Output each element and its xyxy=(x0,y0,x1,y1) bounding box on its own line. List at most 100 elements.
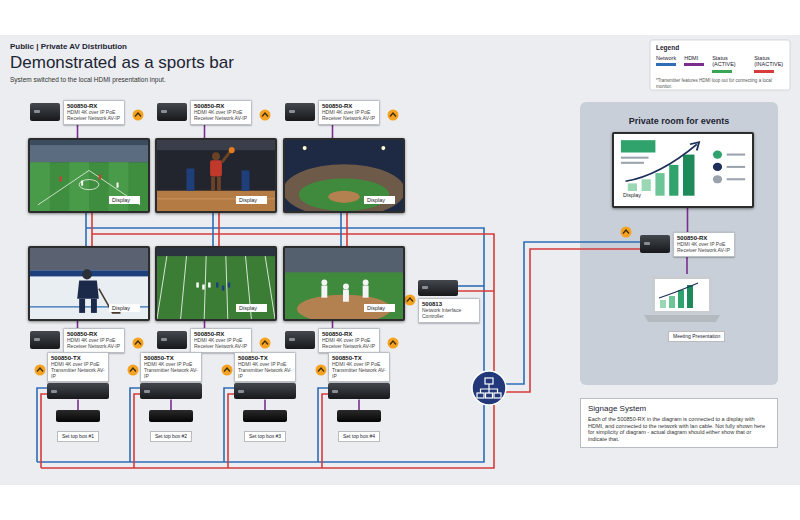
hdmi-connector xyxy=(687,208,689,232)
brand-logo xyxy=(260,110,271,121)
network-wire xyxy=(37,388,328,462)
device-body xyxy=(157,103,187,121)
decor-circle xyxy=(260,110,271,121)
decor-ellipse xyxy=(79,180,99,190)
decor-circle xyxy=(621,227,632,238)
decor-rect xyxy=(99,174,101,179)
receiver-device: 500850-RXHDMI 4K over IP PoE Receiver Ne… xyxy=(30,328,125,353)
legend-entry: Status (ACTIVE) xyxy=(712,55,746,73)
decor-circle xyxy=(133,338,144,349)
decor-rect xyxy=(485,378,493,384)
network-wire xyxy=(37,405,484,462)
note-body: Each of the 500850-RX in the diagram is … xyxy=(588,416,770,442)
decor-circle xyxy=(388,338,399,349)
device-body xyxy=(285,103,315,121)
receiver-device: 500850-RXHDMI 4K over IP PoE Receiver Ne… xyxy=(157,328,252,353)
decor-rect xyxy=(343,290,349,302)
brand-logo xyxy=(316,365,327,376)
decor-rect xyxy=(652,276,712,314)
legend-entry: Network xyxy=(656,55,676,66)
display-label: Display xyxy=(109,304,140,313)
receiver-device: 500850-RXHDMI 4K over IP PoE Receiver Ne… xyxy=(157,100,252,125)
decor-g xyxy=(321,279,368,301)
decor-ellipse xyxy=(328,191,359,203)
display-label: Display xyxy=(620,191,651,200)
decor-rect xyxy=(660,300,666,308)
decor-circle xyxy=(713,150,722,158)
model-number: 500850-TX xyxy=(144,355,198,362)
brand-logo xyxy=(133,338,144,349)
decor-path xyxy=(407,298,413,302)
hdmi-connector xyxy=(686,257,688,274)
decor-rect xyxy=(69,162,89,211)
decor-rect xyxy=(727,178,745,180)
network-wire xyxy=(92,213,347,246)
brand-logo xyxy=(405,295,416,306)
device-label: Set top box #1 xyxy=(57,431,99,442)
network-switch-icon xyxy=(472,371,506,405)
label-card: 500850-TXHDMI 4K over IP PoE Transmitter… xyxy=(47,352,109,382)
decor-circle xyxy=(363,279,369,285)
display-label: Display xyxy=(364,196,395,205)
decor-circle xyxy=(222,365,233,376)
decor-rect xyxy=(91,299,97,313)
decor-path xyxy=(77,280,99,298)
decor-path xyxy=(623,230,629,234)
network-wire xyxy=(41,394,328,468)
device-body xyxy=(640,235,670,253)
decor-rect xyxy=(30,145,148,162)
set-top-box-body xyxy=(243,410,287,422)
hdmi-connector xyxy=(264,399,266,410)
diagram-title: Demonstrated as a sports bar xyxy=(10,53,234,73)
set-top-box: Set top box #4 xyxy=(328,410,390,442)
receiver-device: 500850-RXHDMI 4K over IP PoE Receiver Ne… xyxy=(285,100,380,125)
decor-rect xyxy=(669,165,678,196)
device-label: Set top box #2 xyxy=(150,431,192,442)
label-card: 500850-RXHDMI 4K over IP PoE Receiver Ne… xyxy=(318,100,380,125)
decor-circle xyxy=(229,147,235,153)
brand-logo xyxy=(260,338,271,349)
decor-rect xyxy=(727,166,745,168)
device-body xyxy=(30,103,60,121)
decor-rect xyxy=(157,140,275,150)
model-number: 500850-RX xyxy=(194,331,248,338)
device-description: HDMI 4K over IP PoE Receiver Network AV-… xyxy=(67,110,121,122)
room-panel: Private room for eventsDisplay500850-RXH… xyxy=(580,102,778,385)
hdmi-connector xyxy=(204,321,206,328)
decor-rect xyxy=(196,282,198,287)
private-room-panel xyxy=(580,102,778,385)
set-top-box-body xyxy=(337,410,381,422)
brand-logo xyxy=(621,227,632,238)
decor-g xyxy=(196,282,210,289)
receiver-device: 500850-RXHDMI 4K over IP PoE Receiver Ne… xyxy=(640,232,735,257)
decor-rect xyxy=(621,140,656,152)
device-body xyxy=(234,383,296,399)
decor-path xyxy=(481,384,498,393)
label-card: 500850-RXHDMI 4K over IP PoE Receiver Ne… xyxy=(63,100,125,125)
network-wire xyxy=(458,285,484,287)
laptop-device: Meeting Presentation xyxy=(642,274,732,342)
decor-rect xyxy=(494,393,501,398)
network-wire xyxy=(506,242,640,384)
decor-rect xyxy=(210,160,222,176)
label-card: 500850-RXHDMI 4K over IP PoE Receiver Ne… xyxy=(63,328,125,353)
model-number: 500850-RX xyxy=(194,103,248,110)
decor-rect xyxy=(157,248,275,256)
device-label: Set top box #3 xyxy=(244,431,286,442)
legend-list: NetworkHDMIStatus (ACTIVE)Status (INACTI… xyxy=(656,55,788,73)
legend-swatch xyxy=(712,70,732,73)
decor-path xyxy=(626,144,697,181)
device-body xyxy=(30,331,60,349)
decor-rect xyxy=(79,299,85,313)
device-description: HDMI 4K over IP PoE Transmitter Network … xyxy=(238,362,292,379)
legend-text: Status (ACTIVE) xyxy=(712,55,746,68)
decor-path xyxy=(222,152,230,162)
decor-path xyxy=(135,341,141,345)
device-description: HDMI 4K over IP PoE Transmitter Network … xyxy=(51,362,105,379)
decor-rect xyxy=(687,285,693,308)
display-screen: Display xyxy=(28,246,150,321)
receiver-device: 500850-RXHDMI 4K over IP PoE Receiver Ne… xyxy=(285,328,380,353)
legend-text: Network xyxy=(656,55,676,61)
device-body xyxy=(285,331,315,349)
